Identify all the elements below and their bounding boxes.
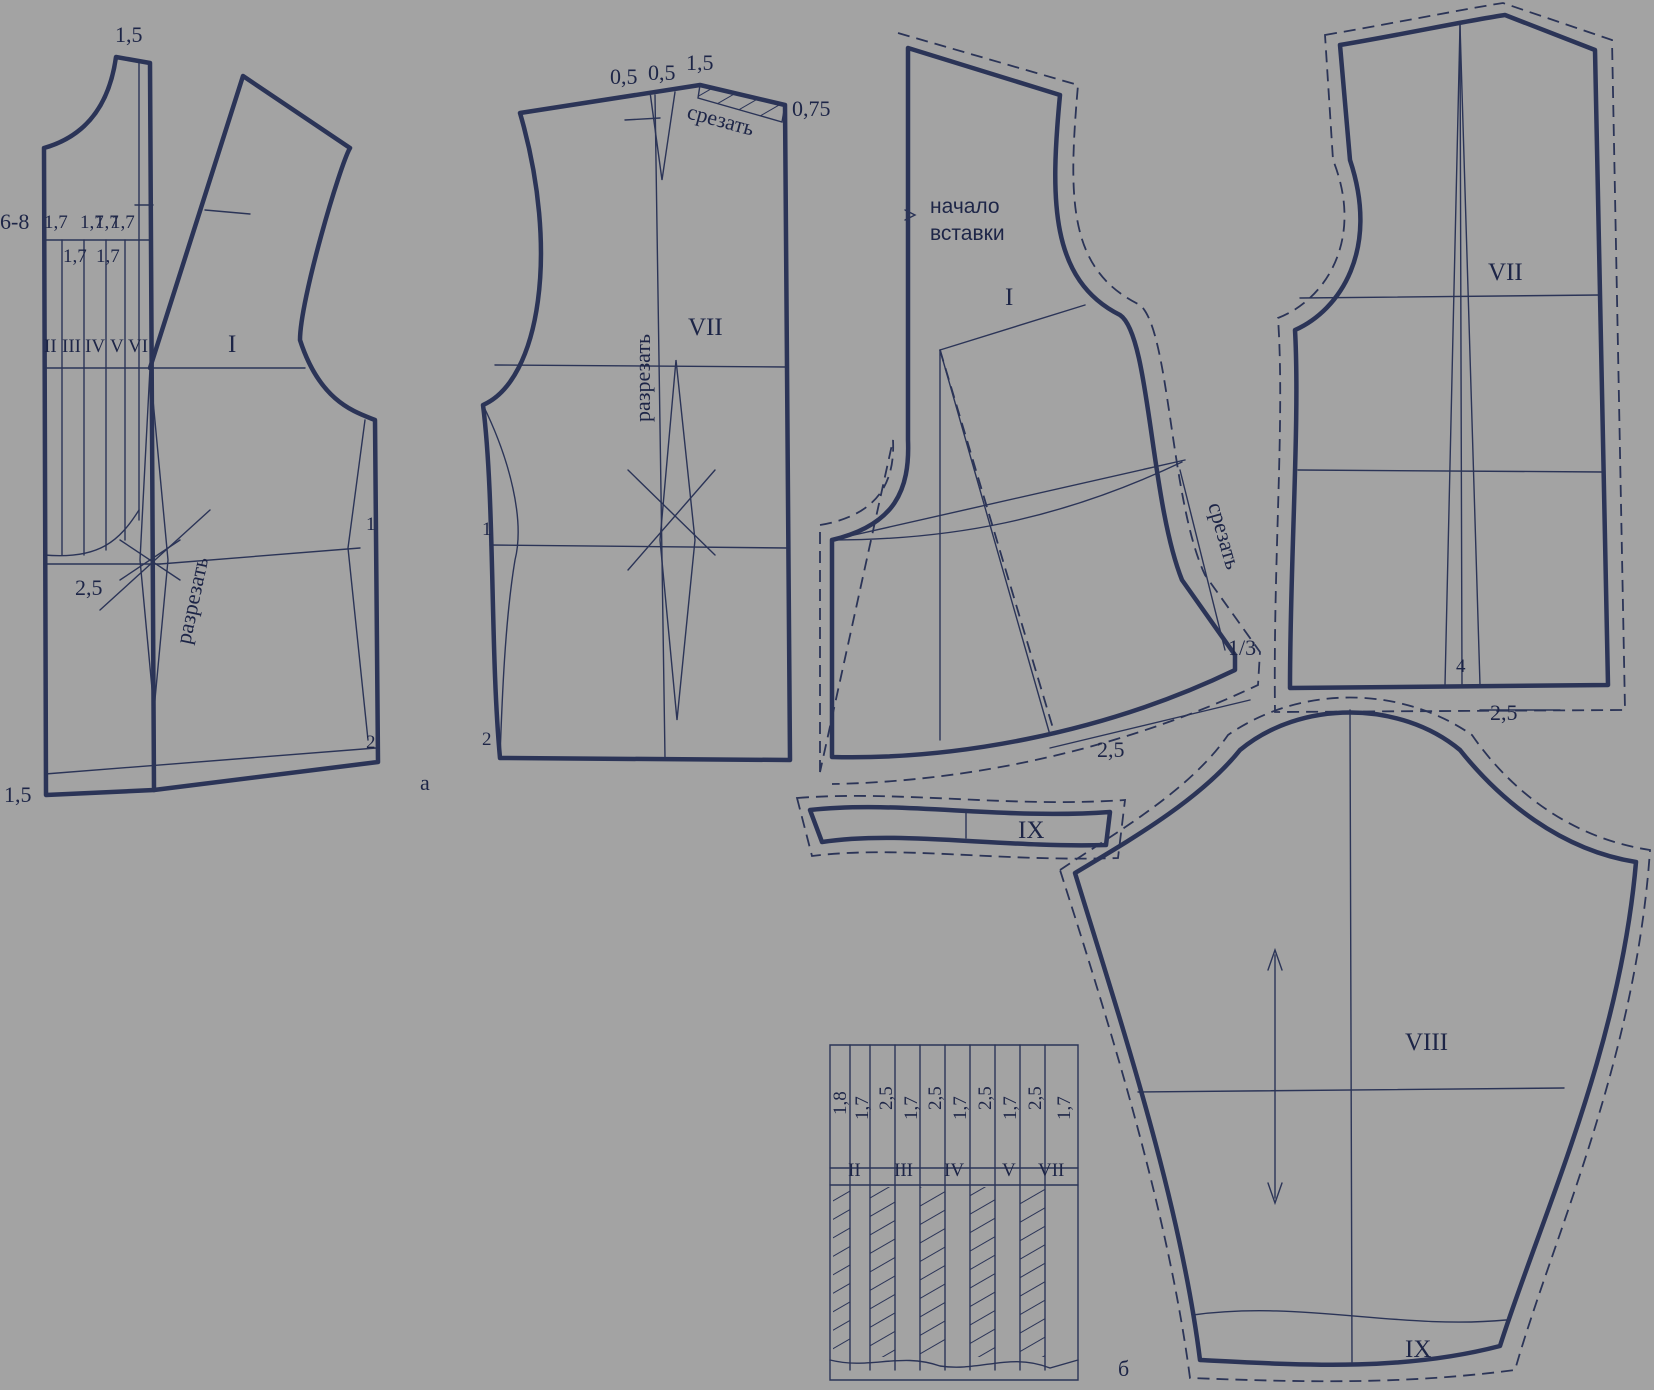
insert-stripe-2: II: [848, 1160, 861, 1181]
insert-stripe-7: VII: [1038, 1160, 1064, 1181]
back-b-dart-value: 4: [1456, 656, 1466, 677]
insert-width-6: 1,7: [950, 1096, 971, 1120]
front-top-value: 1,5: [115, 22, 143, 47]
front-b-insert-label-2: вставки: [930, 222, 1005, 245]
insert-width-1: 1,8: [830, 1091, 851, 1115]
back-b-seam-allowance: [1273, 2, 1626, 713]
back-outline: [480, 82, 793, 763]
front-shift-1: 1,7: [44, 212, 68, 233]
sleeve-outline: [1072, 710, 1639, 1368]
insert-stripe-4: IV: [944, 1160, 964, 1181]
front-b-trim-label: срезать: [1203, 499, 1246, 572]
front-b-hem-value: 2,5: [1097, 737, 1125, 762]
front-b-pattern-piece: [819, 32, 1261, 785]
insert-width-4: 1,7: [901, 1096, 922, 1120]
cuff-pattern-piece: [795, 795, 1127, 860]
back-shoulder-value-3: 1,5: [686, 50, 714, 75]
front-b-piece-number: I: [1005, 284, 1013, 311]
cuff-outline: [807, 804, 1113, 848]
front-shift-2: 1,7: [80, 212, 104, 233]
cuff-piece-number: IX: [1018, 817, 1044, 844]
back-b-hem-value: 2,5: [1490, 700, 1518, 725]
front-b-insert-label-1: начало: [930, 195, 1000, 218]
figure-letter-b: б: [1118, 1356, 1129, 1381]
front-stripe-3: III: [62, 336, 81, 357]
insert-width-9: 2,5: [1025, 1086, 1046, 1110]
front-b-fraction-value: 1/3: [1228, 635, 1256, 660]
front-hem-value: 2: [366, 732, 376, 753]
insert-width-7: 2,5: [975, 1086, 996, 1110]
sleeve-cuff-number: IX: [1405, 1336, 1431, 1363]
back-b-outline: [1287, 12, 1611, 691]
front-piece-number: I: [228, 331, 236, 358]
front-b-seam-allowance: [819, 32, 1261, 785]
front-left-value: 6-8: [0, 209, 29, 234]
back-shoulder-end-value: 0,75: [792, 96, 831, 121]
back-waist-value: 1: [482, 519, 492, 540]
front-outline: [41, 54, 157, 798]
front-waist-value: 1: [366, 514, 376, 535]
front-outline-side: [147, 73, 381, 793]
cuff-seam-allowance: [795, 795, 1127, 860]
back-b-pattern-piece: [1273, 2, 1626, 713]
back-shoulder-value-2: 0,5: [648, 60, 676, 85]
front-stripe-4: IV: [85, 336, 105, 357]
insert-width-10: 1,7: [1054, 1096, 1075, 1120]
back-cut-label: разрезать: [630, 334, 655, 422]
back-b-piece-number: VII: [1488, 259, 1523, 286]
front-b-outline: [829, 45, 1238, 760]
back-piece-number: VII: [688, 314, 723, 341]
sleeve-piece-number: VIII: [1405, 1029, 1448, 1056]
insert-stripe-3: III: [894, 1160, 913, 1181]
front-shift-3: 1,7: [95, 212, 119, 233]
front-shift-4: 1,7: [111, 212, 135, 233]
back-hem-value: 2: [482, 729, 492, 750]
front-stripe-2: II: [44, 336, 57, 357]
figure-letter-a: а: [420, 770, 430, 795]
sleeve-seam-allowance: [1058, 696, 1651, 1383]
front-stripe-6: VI: [128, 336, 148, 357]
insert-width-5: 2,5: [925, 1086, 946, 1110]
front-dart-value: 2,5: [75, 575, 103, 600]
back-shoulder-value-1: 0,5: [610, 64, 638, 89]
back-pattern-piece: [480, 82, 793, 763]
insert-stripe-5: V: [1002, 1160, 1016, 1181]
insert-width-2: 1,7: [852, 1096, 873, 1120]
front-shift-6: 1,7: [96, 246, 120, 267]
front-stripe-5: V: [110, 336, 124, 357]
front-cut-label: разрезать: [170, 555, 213, 646]
sleeve-pattern-piece: [1058, 696, 1651, 1383]
front-shift-5: 1,7: [63, 246, 87, 267]
front-pattern-piece: [41, 54, 381, 798]
insert-width-8: 1,7: [1000, 1096, 1021, 1120]
front-bottom-value: 1,5: [4, 782, 32, 807]
insert-width-3: 2,5: [876, 1086, 897, 1110]
insert-strip-piece: [829, 1044, 1079, 1381]
